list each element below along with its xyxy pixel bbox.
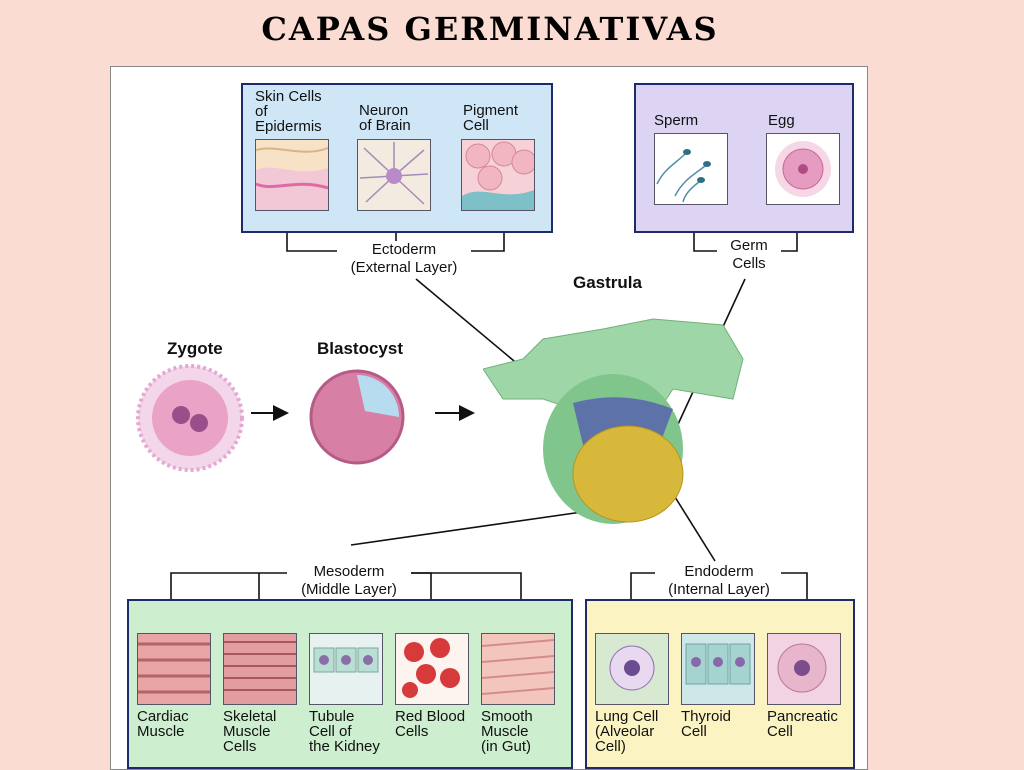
label-thyroid-cell: Thyroid Cell [681, 708, 732, 740]
label-skeletal-muscle: Skeletal Muscle Cells [223, 708, 277, 755]
egg-image [766, 133, 840, 205]
ectoderm-label: Ectoderm (External Layer) [337, 241, 471, 277]
label-kidney-tubule: Tubule Cell of the Kidney [309, 708, 380, 755]
label-lung-cell: Lung Cell (Alveolar Cell) [595, 708, 659, 755]
label-pancreatic-cell: Pancreatic Cell [767, 708, 838, 740]
zygote-title: Zygote [167, 339, 223, 358]
neuron-image [357, 139, 431, 211]
label-egg: Egg [768, 112, 795, 129]
endoderm-label: Endoderm (Internal Layer) [657, 563, 781, 599]
blastocyst-title: Blastocyst [317, 339, 403, 358]
skeletal-muscle-image [223, 633, 297, 705]
zygote-image [135, 363, 245, 478]
pigment-cell-image [461, 139, 535, 211]
gastrula-title: Gastrula [573, 273, 642, 292]
blastocyst-image [307, 367, 407, 472]
label-red-blood-cells: Red Blood Cells [395, 708, 466, 740]
slide-title: CAPAS GERMINATIVAS [261, 10, 719, 48]
label-smooth-muscle: Smooth Muscle (in Gut) [481, 708, 533, 755]
label-skin-cells: Skin Cells of Epidermis [255, 88, 322, 135]
gastrula-image [482, 299, 753, 534]
sperm-image [654, 133, 728, 205]
smooth-muscle-image [481, 633, 555, 705]
cardiac-muscle-image [137, 633, 211, 705]
mesoderm-label: Mesoderm (Middle Layer) [287, 563, 411, 599]
germ-cells-box: Sperm Egg [634, 83, 854, 233]
label-pigment-cell: Pigment Cell [463, 102, 519, 134]
label-sperm: Sperm [654, 112, 699, 129]
kidney-tubule-image [309, 633, 383, 705]
diagram-panel: Skin Cells of Epidermis Neuron of Brain … [110, 66, 868, 770]
label-neuron: Neuron of Brain [359, 102, 411, 134]
endoderm-cells-box: Lung Cell (Alveolar Cell) Thyroid Cell P… [585, 599, 855, 769]
mesoderm-cells-box: Cardiac Muscle Skeletal Muscle Cells Tub… [127, 599, 573, 769]
red-blood-cells-image [395, 633, 469, 705]
label-cardiac-muscle: Cardiac Muscle [137, 708, 189, 740]
skin-cells-image [255, 139, 329, 211]
pancreatic-cell-image [767, 633, 841, 705]
lung-cell-image [595, 633, 669, 705]
ectoderm-cells-box: Skin Cells of Epidermis Neuron of Brain … [241, 83, 553, 233]
thyroid-cell-image [681, 633, 755, 705]
germ-cells-label: Germ Cells [717, 237, 781, 273]
